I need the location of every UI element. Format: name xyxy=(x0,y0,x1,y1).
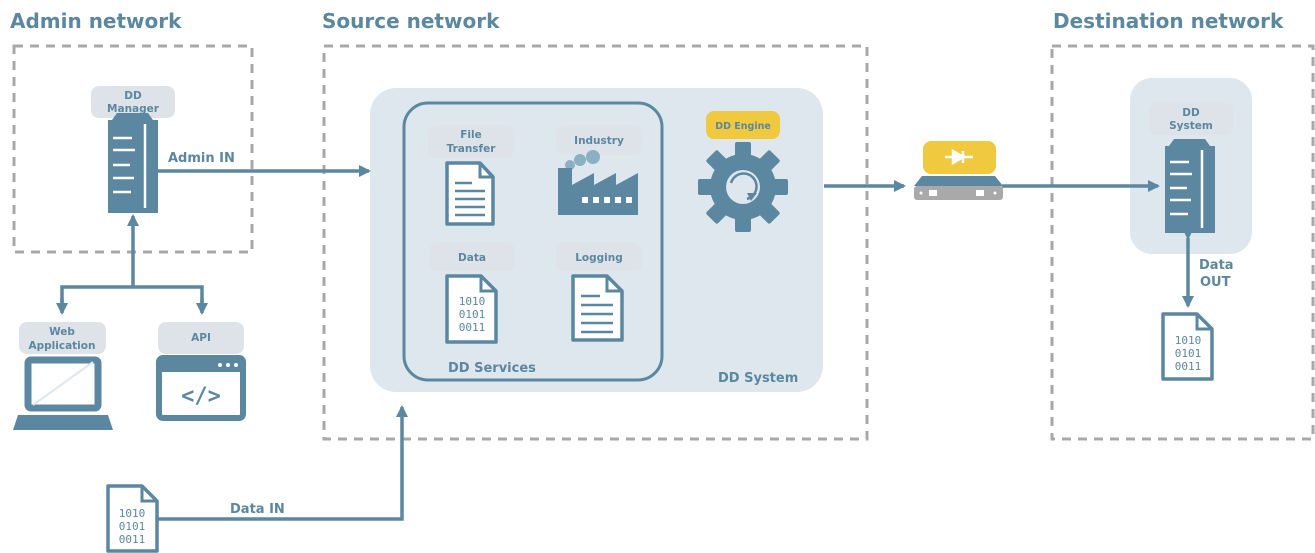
dd-engine-tag: DD Engine xyxy=(706,111,780,139)
logging-tag: Logging xyxy=(556,243,642,271)
dd-manager-tag: DD Manager xyxy=(91,86,175,118)
svg-text:File: File xyxy=(460,129,482,141)
industry-tag: Industry xyxy=(556,126,642,154)
factory-icon xyxy=(558,150,638,215)
svg-text:DD: DD xyxy=(124,90,142,102)
data-in-connector xyxy=(158,405,408,521)
source-network-box xyxy=(322,44,869,441)
data-tag: Data xyxy=(429,243,515,271)
svg-text:API: API xyxy=(191,332,211,344)
destination-server-icon xyxy=(1165,139,1215,233)
api-tag: API xyxy=(158,322,244,354)
svg-text:Industry: Industry xyxy=(574,135,624,147)
data-out-label-line1: Data xyxy=(1199,258,1234,273)
web-application-tag: Web Application xyxy=(19,322,106,354)
svg-text:Logging: Logging xyxy=(575,252,623,264)
admin-in-label: Admin IN xyxy=(168,151,235,166)
data-out-label-line2: OUT xyxy=(1200,275,1231,290)
svg-text:0101: 0101 xyxy=(119,520,146,533)
svg-text:0011: 0011 xyxy=(119,533,146,546)
destination-network-title: Destination network xyxy=(1053,9,1284,33)
code-glyph: </> xyxy=(181,384,221,409)
destination-network-box xyxy=(1050,44,1315,441)
laptop-icon xyxy=(13,356,113,430)
code-window-icon: </> xyxy=(156,355,246,421)
gear-icon xyxy=(698,142,788,232)
dd-manager-server-icon xyxy=(108,113,158,213)
svg-text:0101: 0101 xyxy=(1175,347,1202,360)
document-icon xyxy=(445,161,495,226)
destination-dd-system-tag: DD System xyxy=(1149,103,1233,135)
diode-tag xyxy=(923,141,996,174)
svg-text:0011: 0011 xyxy=(1175,360,1202,373)
dd-system-label: DD System xyxy=(718,371,798,386)
svg-text:1010: 1010 xyxy=(119,507,146,520)
binary-file-icon: 1010 0101 0011 xyxy=(445,274,498,344)
data-out-file-icon: 1010 0101 0011 xyxy=(1161,312,1214,381)
svg-text:0101: 0101 xyxy=(459,308,486,321)
data-in-file-icon: 1010 0101 0011 xyxy=(106,484,159,553)
svg-text:System: System xyxy=(1169,120,1213,132)
file-transfer-tag: File Transfer xyxy=(428,126,514,158)
svg-text:Application: Application xyxy=(29,340,96,352)
svg-text:0011: 0011 xyxy=(459,321,486,334)
svg-text:DD: DD xyxy=(1182,107,1200,119)
client-split-connector xyxy=(60,285,204,309)
data-diode-device-icon xyxy=(914,176,1003,200)
svg-text:Transfer: Transfer xyxy=(447,143,497,155)
svg-text:1010: 1010 xyxy=(459,295,486,308)
svg-text:Manager: Manager xyxy=(107,103,160,115)
source-network-title: Source network xyxy=(322,9,500,33)
svg-text:Data: Data xyxy=(458,252,486,264)
log-document-icon xyxy=(571,274,624,342)
admin-network-title: Admin network xyxy=(10,9,182,33)
svg-text:DD Engine: DD Engine xyxy=(715,121,771,132)
svg-text:1010: 1010 xyxy=(1175,334,1202,347)
svg-text:Web: Web xyxy=(49,326,75,338)
data-in-label: Data IN xyxy=(230,502,285,517)
dd-services-label: DD Services xyxy=(448,361,536,376)
